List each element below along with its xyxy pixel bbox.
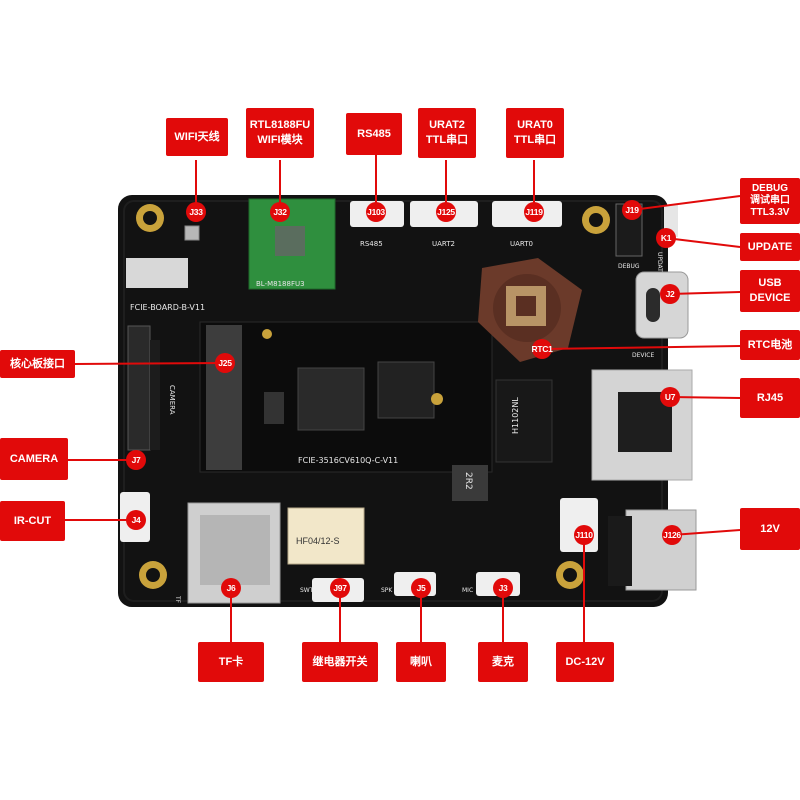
wifi-module-silk: BL-M8188FU3 — [256, 280, 305, 288]
marker-j103: J103 — [366, 202, 386, 222]
marker-j6: J6 — [221, 578, 241, 598]
rs485-text: RS485 — [357, 127, 391, 140]
urat0-text-1: URAT0 — [517, 119, 553, 132]
marker-j97: J97 — [330, 578, 350, 598]
speaker-callout: 喇叭 — [396, 642, 446, 682]
transformer-silk: H1102NL — [511, 397, 520, 434]
rj45-callout: RJ45 — [740, 378, 800, 418]
tf-card-slot: TF — [174, 502, 281, 604]
rj45-port — [591, 369, 693, 481]
marker-j5: J5 — [411, 578, 431, 598]
marker-j110: J110 — [574, 525, 594, 545]
speaker-text: 喇叭 — [410, 655, 432, 668]
marker-rtc1: RTC1 — [532, 339, 553, 359]
marker-j32: J32 — [270, 202, 290, 222]
fpc-connectors: CAMERA — [127, 325, 176, 451]
urat0-callout: URAT0 TTL串口 — [506, 108, 564, 158]
update-text: UPDATE — [747, 240, 793, 253]
spk-silk: SPK — [381, 587, 393, 594]
marker-j119: J119 — [524, 202, 544, 222]
urat0-text-2: TTL串口 — [513, 134, 557, 146]
update-callout: UPDATE — [740, 233, 800, 261]
marker-j3: J3 — [493, 578, 513, 598]
rs485-callout: RS485 — [346, 113, 402, 155]
urat2-callout: URAT2 TTL串口 — [418, 108, 476, 158]
marker-j33: J33 — [186, 202, 206, 222]
wifi-module: BL-M8188FU3 — [248, 198, 336, 290]
marker-j4: J4 — [126, 510, 146, 530]
board-name-silk: FCIE-BOARD-B-V11 — [130, 303, 205, 312]
12v-callout: 12V — [740, 508, 800, 550]
mounting-holes — [136, 204, 610, 589]
antenna-connector — [184, 225, 200, 241]
marker-j2: J2 — [660, 284, 680, 304]
relay-text: 继电器开关 — [312, 655, 368, 668]
marker-u7: U7 — [660, 387, 680, 407]
rtc-battery-text: RTC电池 — [747, 338, 793, 351]
rs485-silk: RS485 — [360, 240, 383, 248]
wifi-module-text-2: WIFI模块 — [257, 134, 303, 146]
usb-text-1: USB — [758, 277, 782, 290]
rj45-text: RJ45 — [756, 391, 784, 404]
marker-j19: J19 — [622, 200, 642, 220]
mic-silk: MIC — [462, 587, 473, 594]
debug-callout: DEBUG 调试串口 TTL3.3V — [740, 178, 800, 224]
core-board-text: 核心板接口 — [10, 357, 65, 370]
uart0-silk: UART0 — [510, 240, 533, 248]
mic-text: 麦克 — [492, 655, 514, 668]
relay-callout: 继电器开关 — [302, 642, 378, 682]
ircut-text: IR-CUT — [13, 514, 52, 527]
dc12v-text: DC-12V — [565, 655, 605, 668]
update-silk: UPDATE — [656, 252, 663, 276]
inductor — [452, 465, 488, 501]
relay: HF04/12-S — [287, 507, 365, 565]
debug-text-3: TTL3.3V — [750, 207, 790, 218]
device-silk: DEVICE — [632, 352, 654, 359]
core-board-callout: 核心板接口 — [0, 350, 75, 378]
camera-silk: CAMERA — [168, 385, 176, 415]
marker-j126: J126 — [662, 525, 682, 545]
tf-silk: TF — [174, 595, 181, 604]
debug-text-1: DEBUG — [751, 183, 789, 194]
mic-callout: 麦克 — [478, 642, 528, 682]
wifi-module-text-1: RTL8188FU — [249, 119, 311, 132]
marker-k1: K1 — [656, 228, 676, 248]
ethernet-transformer: H1102NL — [495, 379, 553, 463]
usb-text-2: DEVICE — [749, 292, 791, 304]
swt-silk: SWT — [300, 587, 314, 594]
uart2-silk: UART2 — [432, 240, 455, 248]
relay-silk: HF04/12-S — [296, 536, 340, 546]
dc12v-callout: DC-12V — [556, 642, 614, 682]
marker-j25: J25 — [215, 353, 235, 373]
wifi-antenna-callout: WIFI天线 — [166, 118, 228, 156]
tf-card-callout: TF卡 — [198, 642, 264, 682]
ircut-callout: IR-CUT — [0, 501, 65, 541]
marker-j125: J125 — [436, 202, 456, 222]
wifi-module-callout: RTL8188FU WIFI模块 — [246, 108, 314, 158]
urat2-text-2: TTL串口 — [425, 134, 469, 146]
usb-device-callout: USB DEVICE — [740, 270, 800, 312]
label-sticker — [126, 258, 188, 288]
dc-barrel-jack — [608, 509, 697, 591]
core-board-silk: FCIE-3516CV610Q-C-V11 — [298, 456, 398, 465]
rtc-battery-callout: RTC电池 — [740, 330, 800, 360]
rtc-battery-holder — [478, 258, 582, 362]
wifi-antenna-text: WIFI天线 — [174, 130, 220, 143]
camera-text: CAMERA — [9, 452, 59, 465]
marker-j7: J7 — [126, 450, 146, 470]
camera-callout: CAMERA — [0, 438, 68, 480]
urat2-text-1: URAT2 — [429, 119, 465, 132]
12v-text: 12V — [760, 522, 780, 535]
tf-card-text: TF卡 — [218, 655, 244, 668]
debug-silk: DEBUG — [618, 263, 640, 270]
inductor-silk: 2R2 — [463, 472, 473, 490]
debug-text-2: 调试串口 — [750, 195, 790, 206]
core-board-module: FCIE-3516CV610Q-C-V11 — [199, 321, 493, 473]
